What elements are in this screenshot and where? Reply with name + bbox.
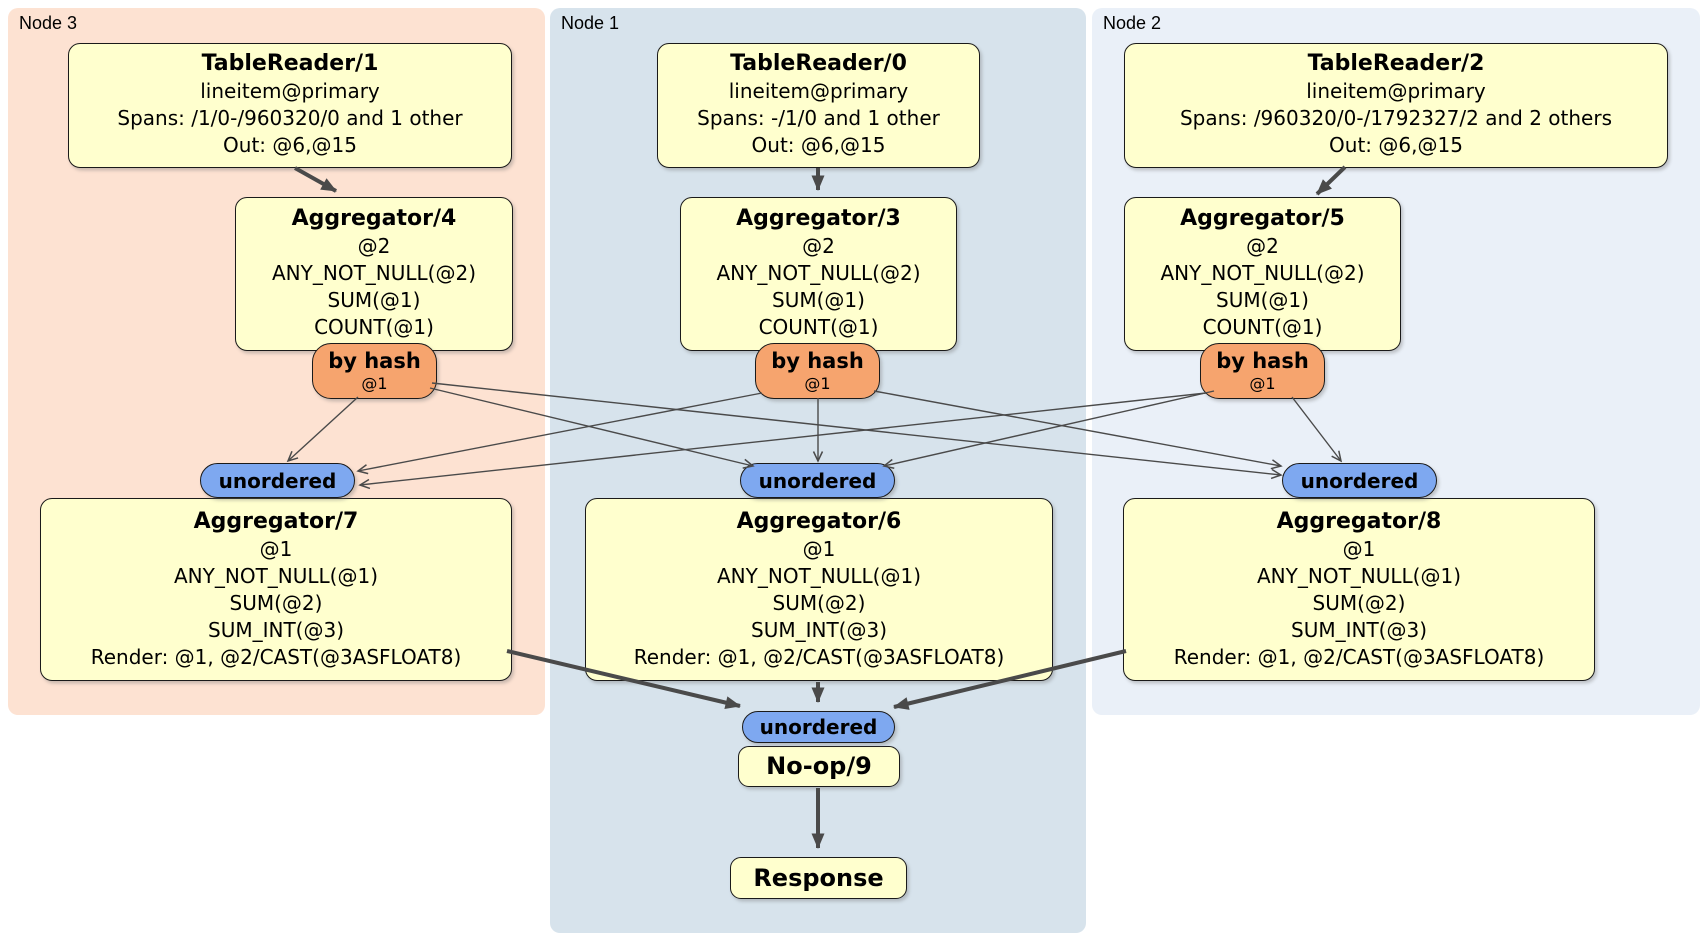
box-line: SUM(@1): [772, 288, 865, 312]
box-line: ANY_NOT_NULL(@1): [1257, 564, 1461, 588]
box-line: ANY_NOT_NULL(@2): [272, 261, 476, 285]
tablereader-2-box: TableReader/2 lineitem@primary Spans: /9…: [1124, 43, 1668, 168]
by-hash-label: by hash: [328, 349, 421, 373]
box-title: TableReader/1: [201, 51, 379, 76]
node3-label: Node 3: [19, 13, 78, 33]
box-line: lineitem@primary: [728, 79, 909, 103]
by-hash-pill-3: by hash @1: [755, 343, 880, 399]
box-line: ANY_NOT_NULL(@1): [174, 564, 378, 588]
box-line: @1: [1342, 537, 1376, 561]
by-hash-detail: @1: [804, 374, 831, 393]
box-line: @2: [357, 234, 391, 258]
node1-label: Node 1: [561, 13, 620, 33]
box-line: Render: @1, @2/CAST(@3ASFLOAT8): [1173, 645, 1545, 669]
box-line: COUNT(@1): [314, 315, 434, 339]
box-line: SUM(@2): [772, 591, 866, 615]
tablereader-0-box: TableReader/0 lineitem@primary Spans: -/…: [657, 43, 980, 168]
box-line: ANY_NOT_NULL(@1): [717, 564, 921, 588]
aggregator-3-box: Aggregator/3 @2 ANY_NOT_NULL(@2) SUM(@1)…: [680, 197, 957, 351]
by-hash-pill-4: by hash @1: [312, 343, 437, 399]
aggregator-4-box: Aggregator/4 @2 ANY_NOT_NULL(@2) SUM(@1)…: [235, 197, 513, 351]
box-line: lineitem@primary: [1306, 79, 1486, 103]
box-title: No-op/9: [766, 752, 872, 780]
unordered-pill-7: unordered: [200, 463, 355, 498]
box-line: SUM(@1): [1216, 288, 1309, 312]
box-title: Aggregator/7: [193, 509, 359, 534]
box-line: Spans: -/1/0 and 1 other: [697, 106, 940, 130]
box-line: @2: [802, 234, 835, 258]
box-line: ANY_NOT_NULL(@2): [1160, 261, 1365, 285]
box-line: Out: @6,@15: [1329, 133, 1463, 157]
by-hash-label: by hash: [771, 349, 864, 373]
box-line: Spans: /1/0-/960320/0 and 1 other: [117, 106, 463, 130]
box-line: @1: [259, 537, 293, 561]
box-line: COUNT(@1): [758, 315, 879, 339]
box-line: @2: [1246, 234, 1279, 258]
box-line: SUM(@2): [1312, 591, 1406, 615]
node2-label: Node 2: [1103, 13, 1162, 33]
box-line: Render: @1, @2/CAST(@3ASFLOAT8): [633, 645, 1005, 669]
by-hash-detail: @1: [361, 374, 388, 393]
box-line: SUM_INT(@3): [208, 618, 344, 642]
box-line: @1: [802, 537, 836, 561]
by-hash-label: by hash: [1216, 349, 1309, 373]
aggregator-6-box: Aggregator/6 @1 ANY_NOT_NULL(@1) SUM(@2)…: [585, 498, 1053, 681]
aggregator-7-box: Aggregator/7 @1 ANY_NOT_NULL(@1) SUM(@2)…: [40, 498, 512, 681]
box-title: Response: [753, 863, 884, 892]
box-line: SUM(@1): [327, 288, 421, 312]
aggregator-8-box: Aggregator/8 @1 ANY_NOT_NULL(@1) SUM(@2)…: [1123, 498, 1595, 681]
box-line: lineitem@primary: [200, 79, 380, 103]
unordered-pill-6: unordered: [740, 463, 895, 498]
box-line: Spans: /960320/0-/1792327/2 and 2 others: [1179, 106, 1612, 130]
box-title: Aggregator/4: [291, 206, 457, 231]
by-hash-pill-5: by hash @1: [1200, 343, 1325, 399]
box-line: Out: @6,@15: [223, 133, 357, 157]
box-line: SUM(@2): [229, 591, 323, 615]
response-box: Response: [730, 857, 907, 899]
box-line: COUNT(@1): [1202, 315, 1323, 339]
box-title: TableReader/0: [730, 51, 907, 76]
tablereader-1-box: TableReader/1 lineitem@primary Spans: /1…: [68, 43, 512, 168]
box-line: ANY_NOT_NULL(@2): [716, 261, 921, 285]
noop-9-box: No-op/9: [738, 746, 900, 787]
unordered-pill-9: unordered: [742, 711, 895, 743]
box-title: Aggregator/5: [1180, 206, 1345, 231]
by-hash-detail: @1: [1249, 374, 1276, 393]
box-line: Out: @6,@15: [751, 133, 886, 157]
box-line: Render: @1, @2/CAST(@3ASFLOAT8): [90, 645, 462, 669]
box-line: SUM_INT(@3): [751, 618, 887, 642]
box-title: Aggregator/8: [1276, 509, 1442, 534]
box-title: Aggregator/3: [736, 206, 901, 231]
box-line: SUM_INT(@3): [1291, 618, 1427, 642]
unordered-pill-8: unordered: [1282, 463, 1437, 498]
aggregator-5-box: Aggregator/5 @2 ANY_NOT_NULL(@2) SUM(@1)…: [1124, 197, 1401, 351]
box-title: TableReader/2: [1307, 51, 1485, 76]
box-title: Aggregator/6: [736, 509, 902, 534]
